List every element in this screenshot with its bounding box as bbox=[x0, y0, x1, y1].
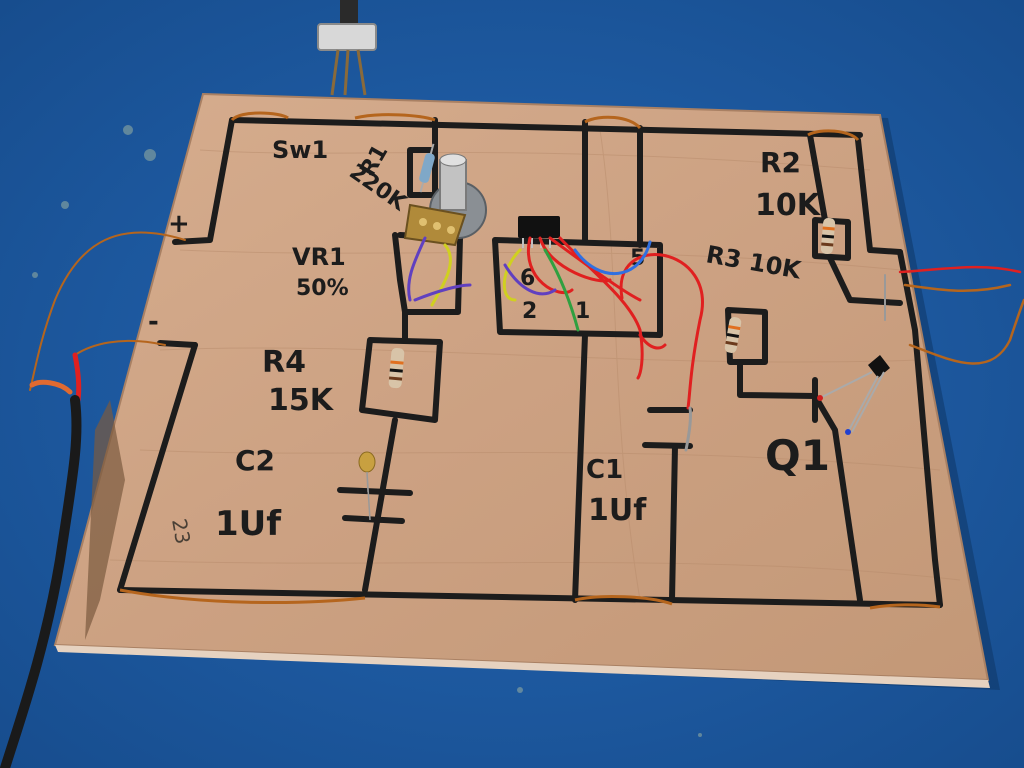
label-minus: - bbox=[148, 307, 159, 337]
ic-chip bbox=[518, 216, 560, 248]
power-lead-wires bbox=[0, 231, 186, 768]
label-r2: R2 bbox=[760, 146, 801, 179]
label-c2-value: 1Uf bbox=[215, 504, 282, 544]
board-front-edge bbox=[55, 645, 990, 688]
wood-grain bbox=[109, 129, 961, 601]
label-c1: C1 bbox=[586, 455, 623, 485]
label-vr1: VR1 bbox=[292, 243, 346, 271]
resistor-r3 bbox=[724, 317, 742, 353]
label-plus: + bbox=[168, 209, 190, 239]
output-lead-wires bbox=[884, 265, 1024, 365]
label-pencil-note: 23 bbox=[167, 517, 195, 546]
label-c1-value: 1Uf bbox=[588, 493, 647, 528]
slide-switch-sw1 bbox=[317, 0, 377, 96]
label-r2-value: 10K bbox=[755, 188, 822, 223]
resistor-r2 bbox=[820, 217, 836, 255]
label-q1: Q1 bbox=[765, 431, 830, 480]
transistor-q1 bbox=[817, 355, 890, 435]
copper-wires bbox=[119, 111, 941, 610]
potentiometer-vr1 bbox=[403, 153, 487, 247]
table-paint-flecks bbox=[32, 125, 702, 737]
label-r4-value: 15K bbox=[268, 383, 335, 418]
label-ic-pin-6: 6 bbox=[520, 266, 535, 291]
jumper-wires bbox=[407, 236, 704, 452]
label-c2: C2 bbox=[235, 444, 275, 477]
label-r4: R4 bbox=[262, 345, 306, 380]
capacitor-c2 bbox=[358, 451, 376, 521]
label-vr1-value: 50% bbox=[296, 276, 349, 301]
board-left-edge bbox=[85, 400, 125, 640]
label-sw1: Sw1 bbox=[272, 136, 328, 164]
marker-traces bbox=[117, 117, 943, 608]
resistor-r4 bbox=[388, 347, 405, 389]
resistors bbox=[388, 143, 836, 389]
label-ic-pin-1: 1 bbox=[575, 299, 590, 324]
label-ic-pin-2: 2 bbox=[522, 299, 537, 324]
resistor-r1 bbox=[419, 143, 435, 193]
